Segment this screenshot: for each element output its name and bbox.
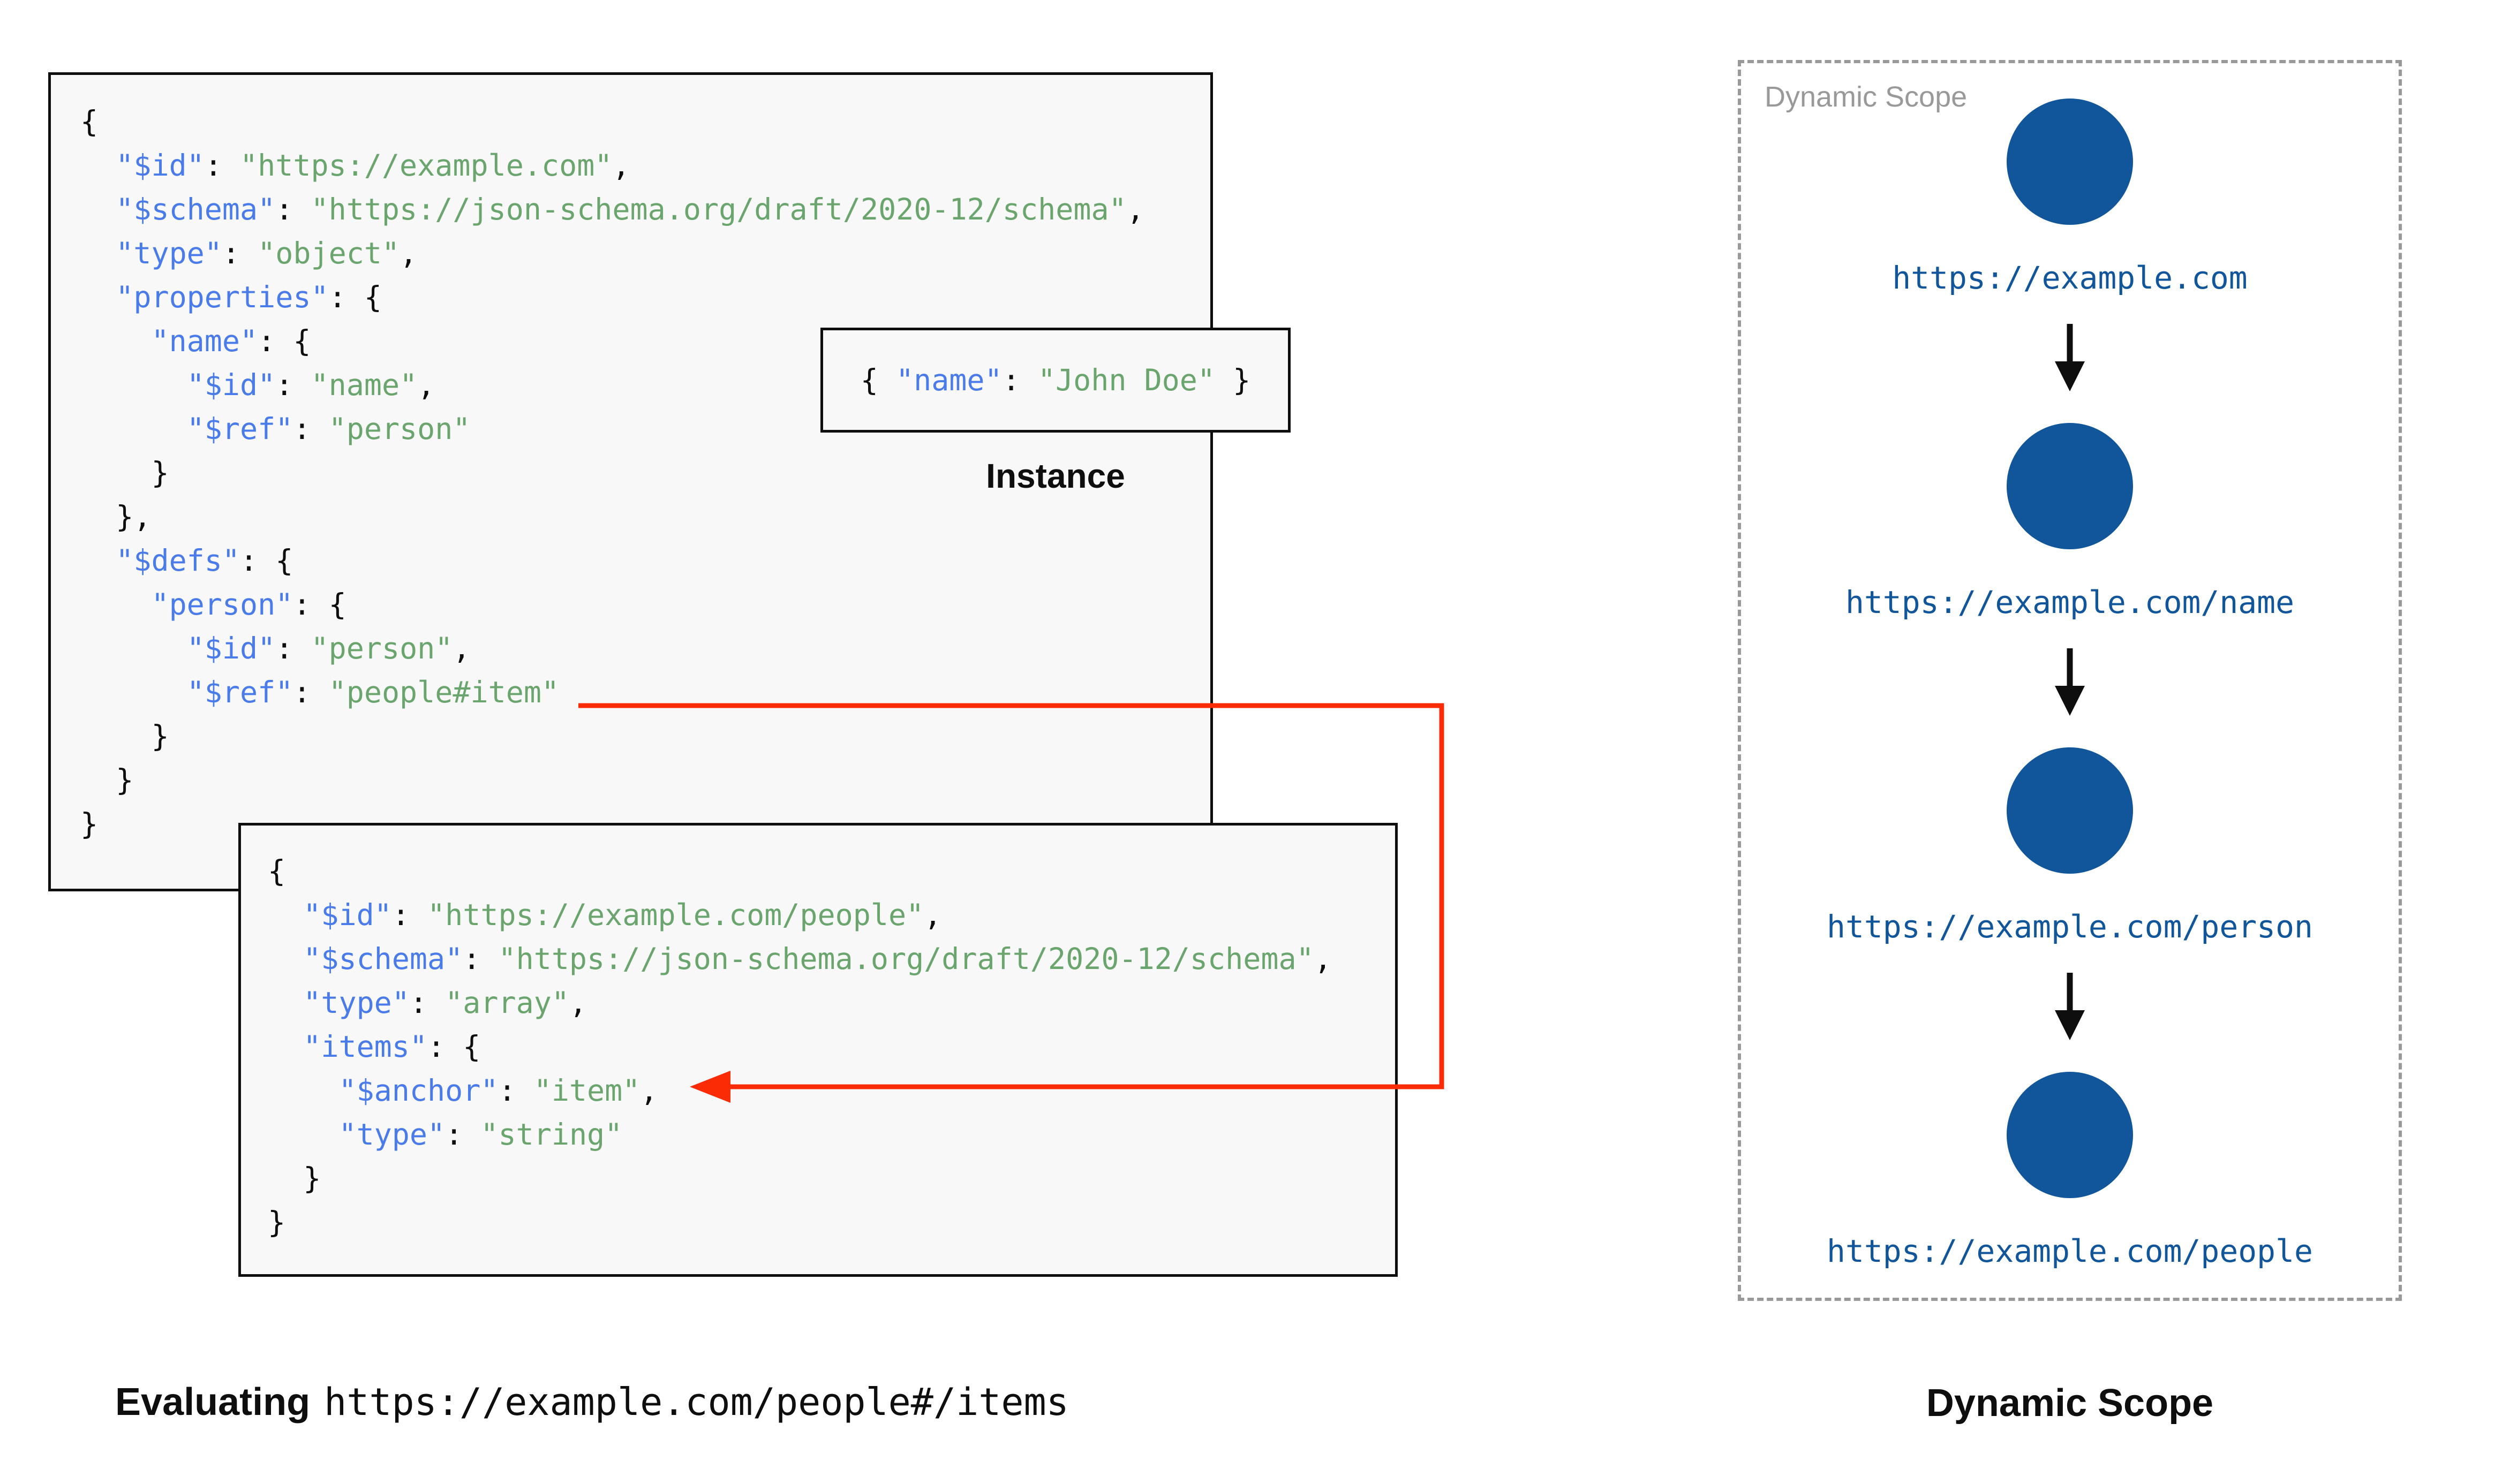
code-line: } xyxy=(80,807,99,841)
evaluating-uri: https://example.com/people#/items xyxy=(324,1380,1069,1424)
code-line: "type": "array", xyxy=(303,986,587,1020)
down-arrow-icon xyxy=(2054,324,2086,392)
scope-circle-icon xyxy=(2007,99,2133,225)
code-line: "$id": "name", xyxy=(186,368,435,402)
code-line: "$ref": "person" xyxy=(186,412,471,446)
scope-circle-icon xyxy=(2007,423,2133,549)
code-line: "person": { xyxy=(151,587,346,622)
code-line: } xyxy=(268,1205,286,1239)
code-line: "$anchor": "item", xyxy=(338,1073,658,1108)
dynamic-scope-panel-label: Dynamic Scope xyxy=(1765,81,1968,113)
code-line: }, xyxy=(80,499,152,534)
people-schema-code: { "$id": "https://example.com/people", "… xyxy=(268,849,1332,1244)
dynamic-scope-node-stack: https://example.com https://example.com/n… xyxy=(1741,99,2399,1302)
code-line: { xyxy=(80,104,99,139)
evaluating-caption: Evaluating https://example.com/people#/it… xyxy=(115,1380,1069,1424)
scope-node-uri: https://example.com xyxy=(1892,260,2248,296)
code-line: "$defs": { xyxy=(116,543,293,578)
scope-node: https://example.com/name xyxy=(1741,423,2399,747)
code-line: "items": { xyxy=(303,1029,481,1064)
scope-node-uri: https://example.com/person xyxy=(1827,908,2313,945)
evaluating-label: Evaluating xyxy=(115,1381,311,1424)
code-line: } xyxy=(80,763,134,797)
root-schema-code: { "$id": "https://example.com", "$schema… xyxy=(80,100,1144,846)
scope-node: https://example.com/people xyxy=(1741,1072,2399,1302)
code-line: "$ref": "people#item" xyxy=(186,675,560,709)
code-line: } xyxy=(80,456,169,490)
code-line: } xyxy=(80,719,169,753)
down-arrow-icon xyxy=(2054,648,2086,717)
code-line: "name": { xyxy=(151,324,311,358)
people-schema-box: { "$id": "https://example.com/people", "… xyxy=(238,823,1398,1277)
instance-code: { "name": "John Doe" } xyxy=(861,358,1251,402)
scope-node-uri: https://example.com/people xyxy=(1827,1233,2313,1269)
instance-box: { "name": "John Doe" } xyxy=(820,328,1291,433)
code-line: "type": "string" xyxy=(338,1117,623,1152)
scope-node: https://example.com xyxy=(1741,99,2399,423)
code-line: "$id": "person", xyxy=(186,631,471,665)
scope-node: https://example.com/person xyxy=(1741,747,2399,1072)
code-line: { "name": "John Doe" } xyxy=(860,363,1251,397)
scope-circle-icon xyxy=(2007,1072,2133,1198)
dynamic-scope-caption: Dynamic Scope xyxy=(1926,1382,2214,1425)
code-line: "$id": "https://example.com", xyxy=(116,148,630,183)
code-line: } xyxy=(268,1161,321,1195)
code-line: "$schema": "https://json-schema.org/draf… xyxy=(116,192,1144,226)
code-line: "type": "object", xyxy=(116,236,418,270)
code-line: { xyxy=(268,854,286,888)
down-arrow-icon xyxy=(2054,973,2086,1041)
code-line: "$id": "https://example.com/people", xyxy=(303,898,942,932)
code-line: "$schema": "https://json-schema.org/draf… xyxy=(303,942,1332,976)
instance-label: Instance xyxy=(986,457,1125,495)
scope-circle-icon xyxy=(2007,747,2133,874)
code-line: "properties": { xyxy=(116,280,382,314)
scope-node-uri: https://example.com/name xyxy=(1845,584,2295,620)
